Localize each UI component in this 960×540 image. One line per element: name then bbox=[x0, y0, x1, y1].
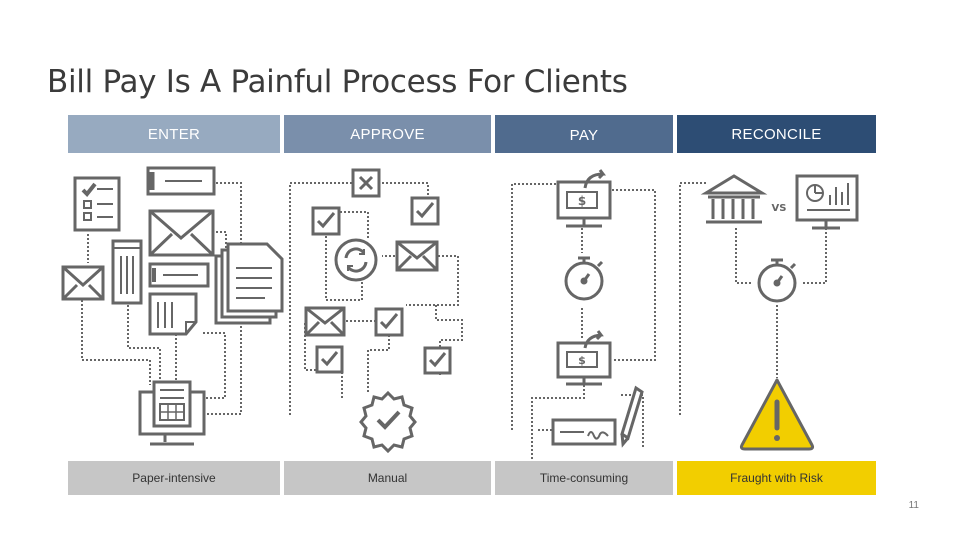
column-footer-approve: Manual bbox=[284, 461, 491, 495]
monitor-payment-icon: $ bbox=[556, 169, 612, 228]
warning-icon bbox=[739, 378, 815, 451]
pen-icon bbox=[620, 385, 644, 448]
slide-title: Bill Pay Is A Painful Process For Client… bbox=[47, 64, 628, 100]
column-footer-reconcile: Fraught with Risk bbox=[677, 461, 876, 495]
analytics-monitor-icon bbox=[795, 174, 859, 230]
envelope-small-icon bbox=[61, 265, 105, 301]
refresh-cycle-icon bbox=[334, 238, 378, 282]
checklist-icon bbox=[73, 176, 121, 232]
envelope-icon bbox=[395, 240, 439, 272]
column-footer-enter: Paper-intensive bbox=[68, 461, 280, 495]
column-footer-pay: Time-consuming bbox=[495, 461, 673, 495]
reject-x-icon bbox=[351, 168, 381, 198]
vs-label: VS bbox=[772, 203, 787, 214]
document-stack-icon bbox=[214, 242, 284, 325]
check-signature-icon bbox=[551, 418, 617, 446]
receipt-roll-icon bbox=[111, 239, 143, 305]
check-slip-icon bbox=[148, 262, 210, 288]
svg-text:$: $ bbox=[578, 194, 586, 208]
folded-document-icon bbox=[148, 292, 198, 336]
column-header-enter: ENTER bbox=[68, 115, 280, 153]
stopwatch-icon bbox=[564, 256, 604, 301]
bank-icon bbox=[700, 174, 768, 224]
approved-seal-icon bbox=[359, 390, 417, 454]
monitor-payment-icon: $ bbox=[556, 330, 612, 386]
dotted-connectors bbox=[81, 182, 827, 480]
envelope-icon bbox=[304, 306, 346, 337]
column-header-pay: PAY bbox=[495, 115, 673, 153]
checkbox-icon bbox=[311, 206, 341, 236]
checkbox-icon bbox=[410, 196, 440, 226]
column-header-approve: APPROVE bbox=[284, 115, 491, 153]
column-header-reconcile: RECONCILE bbox=[677, 115, 876, 153]
bill-slip-icon bbox=[146, 166, 216, 196]
checkbox-icon bbox=[423, 346, 452, 375]
page-number: 11 bbox=[908, 500, 919, 511]
stopwatch-icon bbox=[757, 258, 797, 303]
checkbox-icon bbox=[315, 345, 344, 374]
desktop-invoice-icon bbox=[138, 380, 206, 446]
envelope-large-icon bbox=[148, 209, 215, 257]
svg-text:$: $ bbox=[578, 354, 586, 367]
checkbox-icon bbox=[374, 307, 404, 337]
